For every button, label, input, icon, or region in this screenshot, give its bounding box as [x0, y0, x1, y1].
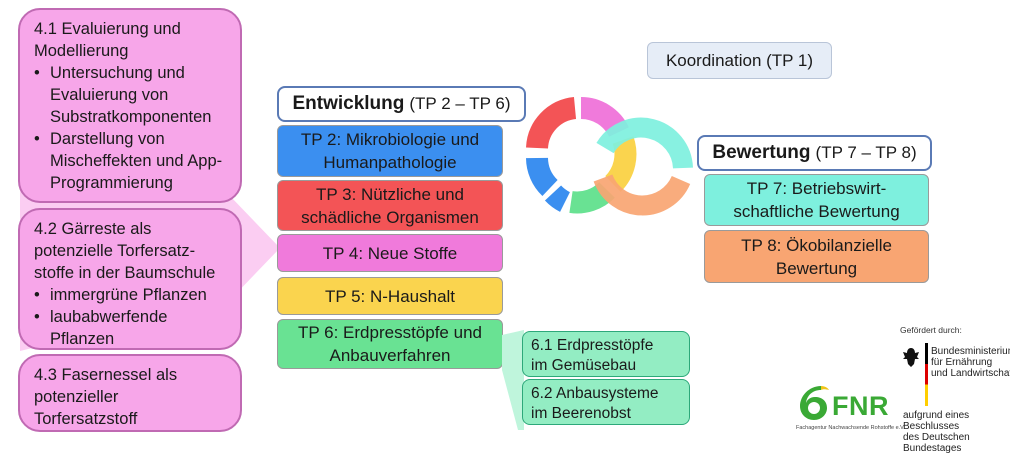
- entwicklung-label: Entwicklung: [292, 93, 405, 114]
- entwicklung-range: (TP 2 – TP 6): [409, 94, 511, 113]
- fnr-subtitle: Fachagentur Nachwachsende Rohstoffe e.V.: [796, 425, 905, 431]
- cycle-diagram: [526, 96, 693, 216]
- cycle-yellow-segment: [604, 136, 637, 192]
- tp7-box: TP 7: Betriebswirt-schaftliche Bewertung: [704, 174, 929, 226]
- tp6-connector: [502, 330, 524, 430]
- bewertung-label: Bewertung: [712, 142, 811, 163]
- subproject-4-2-bullet: immergrüne Pflanzen: [34, 284, 228, 306]
- tp4-box: TP 4: Neue Stoffe: [277, 234, 503, 272]
- fnr-logo-text: FNR: [832, 391, 889, 421]
- bewertung-header: Bewertung (TP 7 – TP 8): [697, 135, 932, 171]
- cycle-blue-segment: [526, 157, 559, 196]
- flag-stripe: [925, 343, 928, 406]
- cycle-cyan-segment: [596, 117, 693, 169]
- koordination-box: Koordination (TP 1): [647, 42, 832, 79]
- cycle-red-segment: [526, 97, 577, 150]
- funding-label: Gefördert durch:: [900, 325, 962, 335]
- tp5-box: TP 5: N-Haushalt: [277, 277, 503, 315]
- bewertung-range: (TP 7 – TP 8): [815, 143, 917, 162]
- koordination-label: Koordination (TP 1): [665, 50, 814, 70]
- cycle-orange-segment: [593, 174, 691, 216]
- fnr-leaf-icon: [800, 386, 829, 420]
- cycle-blue-segment: [544, 185, 571, 212]
- federal-eagle-icon: [903, 348, 919, 367]
- entwicklung-header: Entwicklung (TP 2 – TP 6): [277, 86, 526, 122]
